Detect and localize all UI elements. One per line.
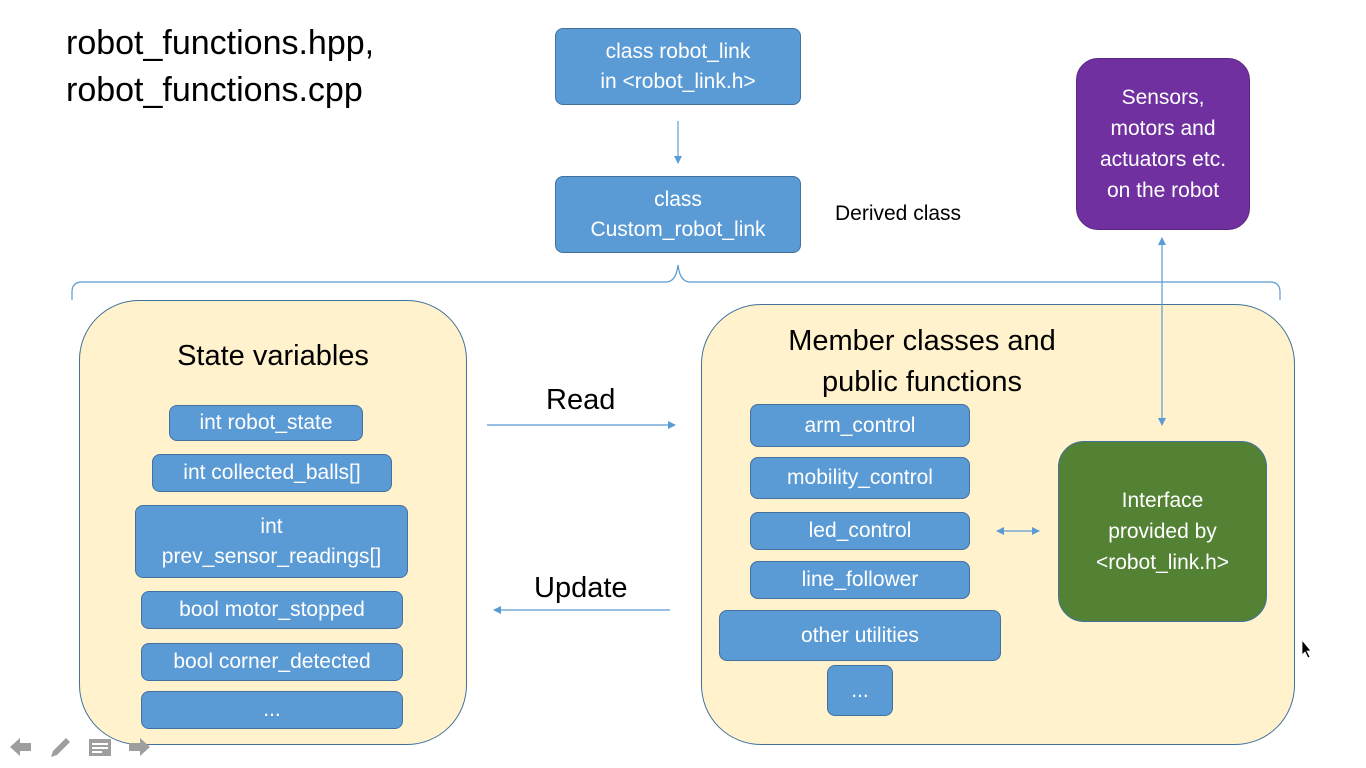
member-line-follower: line_follower (750, 561, 970, 599)
hardware-box: Sensors, motors and actuators etc. on th… (1076, 58, 1250, 230)
state-var-more: ... (141, 691, 403, 729)
slides-menu-icon[interactable] (86, 733, 114, 761)
slide-title: robot_functions.hpp, robot_functions.cpp (66, 20, 374, 114)
member-arm-control: arm_control (750, 404, 970, 447)
state-var-corner-detected: bool corner_detected (141, 643, 403, 681)
interface-box: Interface provided by <robot_link.h> (1058, 441, 1267, 622)
derived-class-box: class Custom_robot_link (555, 176, 801, 253)
arrow-right-icon[interactable] (126, 733, 154, 761)
grouping-brace (71, 264, 1281, 300)
member-led-control: led_control (750, 512, 970, 550)
state-var-robot-state: int robot_state (169, 405, 363, 441)
state-var-prev-sensor-readings: int prev_sensor_readings[] (135, 505, 408, 578)
member-more: ... (827, 665, 893, 716)
title-line-1: robot_functions.hpp, (66, 24, 375, 62)
update-label: Update (534, 572, 628, 604)
mouse-cursor-icon (1301, 638, 1312, 659)
derived-class-annotation: Derived class (835, 202, 962, 225)
pen-icon[interactable] (46, 733, 74, 761)
base-class-box: class robot_link in <robot_link.h> (555, 28, 801, 105)
arrow-left-icon[interactable] (6, 733, 34, 761)
state-var-motor-stopped: bool motor_stopped (141, 591, 403, 629)
state-variables-heading: State variables (177, 340, 369, 372)
state-var-collected-balls: int collected_balls[] (152, 454, 392, 492)
member-other-utilities: other utilities (719, 610, 1001, 661)
title-line-2: robot_functions.cpp (66, 71, 363, 109)
read-label: Read (546, 384, 616, 416)
member-classes-heading: Member classes and public functions (788, 325, 1056, 398)
member-mobility-control: mobility_control (750, 457, 970, 499)
